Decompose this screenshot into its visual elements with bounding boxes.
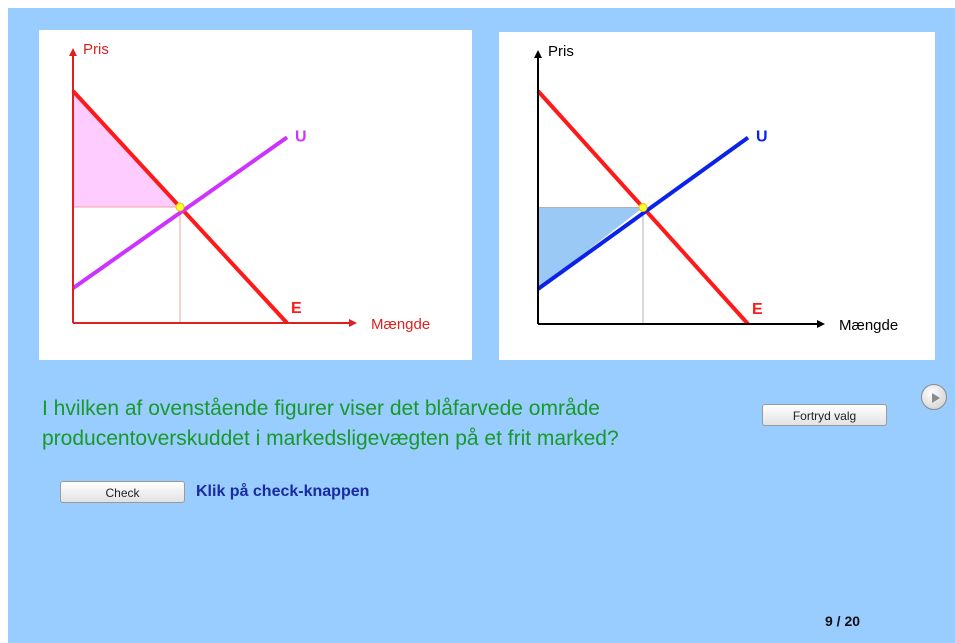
y-axis-label: Pris [83,41,109,58]
x-axis-label: Mængde [371,316,430,333]
question-line-2: producentoverskuddet i markedsligevægten… [42,427,619,450]
y-axis-arrow [534,50,542,58]
y-axis-arrow [69,48,77,56]
curve-label-u: U [295,128,307,145]
undo-choice-button[interactable]: Fortryd valg [762,404,887,426]
y-axis-label: Pris [548,43,574,60]
instruction-text: Klik på check-knappen [196,483,370,500]
curve-u [71,135,289,290]
next-button[interactable] [921,384,947,410]
question-line-1: I hvilken af ovenstående figurer viser d… [42,397,600,420]
curve-label-u: U [756,129,768,146]
equilibrium-point [638,203,648,212]
x-axis-arrow [817,320,825,328]
curve-label-e: E [752,301,763,318]
curve-u [536,135,750,291]
play-icon [932,393,940,403]
equilibrium-point [175,202,185,212]
x-axis-arrow [349,319,357,327]
check-button[interactable]: Check [60,481,185,503]
curve-label-e: E [291,300,302,317]
page-counter: 9 / 20 [825,613,861,629]
question-text: I hvilken af ovenstående figurer viser d… [42,394,762,454]
x-axis-label: Mængde [839,317,898,334]
